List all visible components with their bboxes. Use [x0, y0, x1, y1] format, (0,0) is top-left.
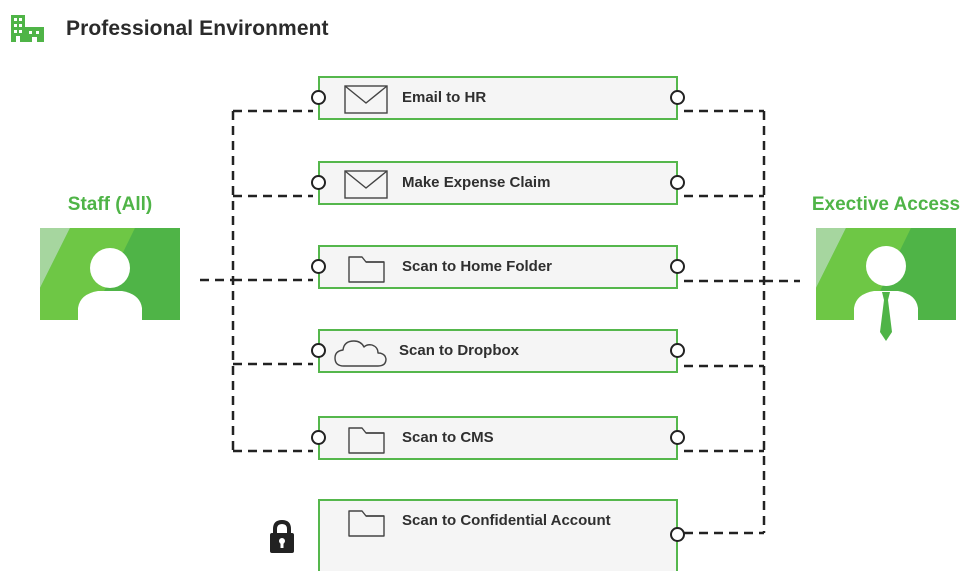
action-label: Scan to Home Folder	[402, 258, 553, 275]
left-connector-port	[311, 430, 326, 445]
left-connector-port	[311, 175, 326, 190]
action-make-expense-claim[interactable]: Make Expense Claim	[311, 161, 685, 205]
staff-title: Staff (All)	[67, 194, 153, 215]
action-label: Scan to Confidential Account	[402, 512, 611, 529]
right-connector-port	[670, 90, 685, 105]
action-scan-to-home-folder[interactable]: Scan to Home Folder	[311, 245, 685, 289]
envelope-icon	[344, 170, 388, 199]
person-with-tie-icon	[816, 228, 956, 341]
right-connector-port	[670, 175, 685, 190]
left-connector-port	[311, 90, 326, 105]
lock-icon	[270, 519, 294, 553]
folder-icon	[348, 427, 385, 454]
person-icon	[40, 228, 180, 320]
folder-icon	[348, 510, 385, 537]
left-connector-port	[311, 343, 326, 358]
executive-title: Exective Access	[811, 194, 961, 215]
right-connector-port	[670, 343, 685, 358]
right-connector-port	[670, 527, 685, 542]
action-label: Scan to CMS	[402, 429, 494, 446]
building-icon	[11, 15, 44, 42]
envelope-icon	[344, 85, 388, 114]
folder-icon	[348, 256, 385, 283]
cloud-icon	[334, 340, 387, 367]
action-scan-to-dropbox[interactable]: Scan to Dropbox	[311, 329, 685, 373]
action-scan-to-confidential-account[interactable]: Scan to Confidential Account	[318, 499, 685, 571]
action-scan-to-cms[interactable]: Scan to CMS	[311, 416, 685, 460]
action-label: Scan to Dropbox	[399, 342, 520, 359]
action-label: Make Expense Claim	[402, 174, 551, 191]
right-connector-port	[670, 430, 685, 445]
action-label: Email to HR	[402, 89, 487, 106]
action-email-to-hr[interactable]: Email to HR	[311, 76, 685, 120]
page-title: Professional Environment	[66, 17, 329, 40]
left-connector-port	[311, 259, 326, 274]
right-connector-port	[670, 259, 685, 274]
diagram-header: Professional Environment	[10, 12, 329, 46]
